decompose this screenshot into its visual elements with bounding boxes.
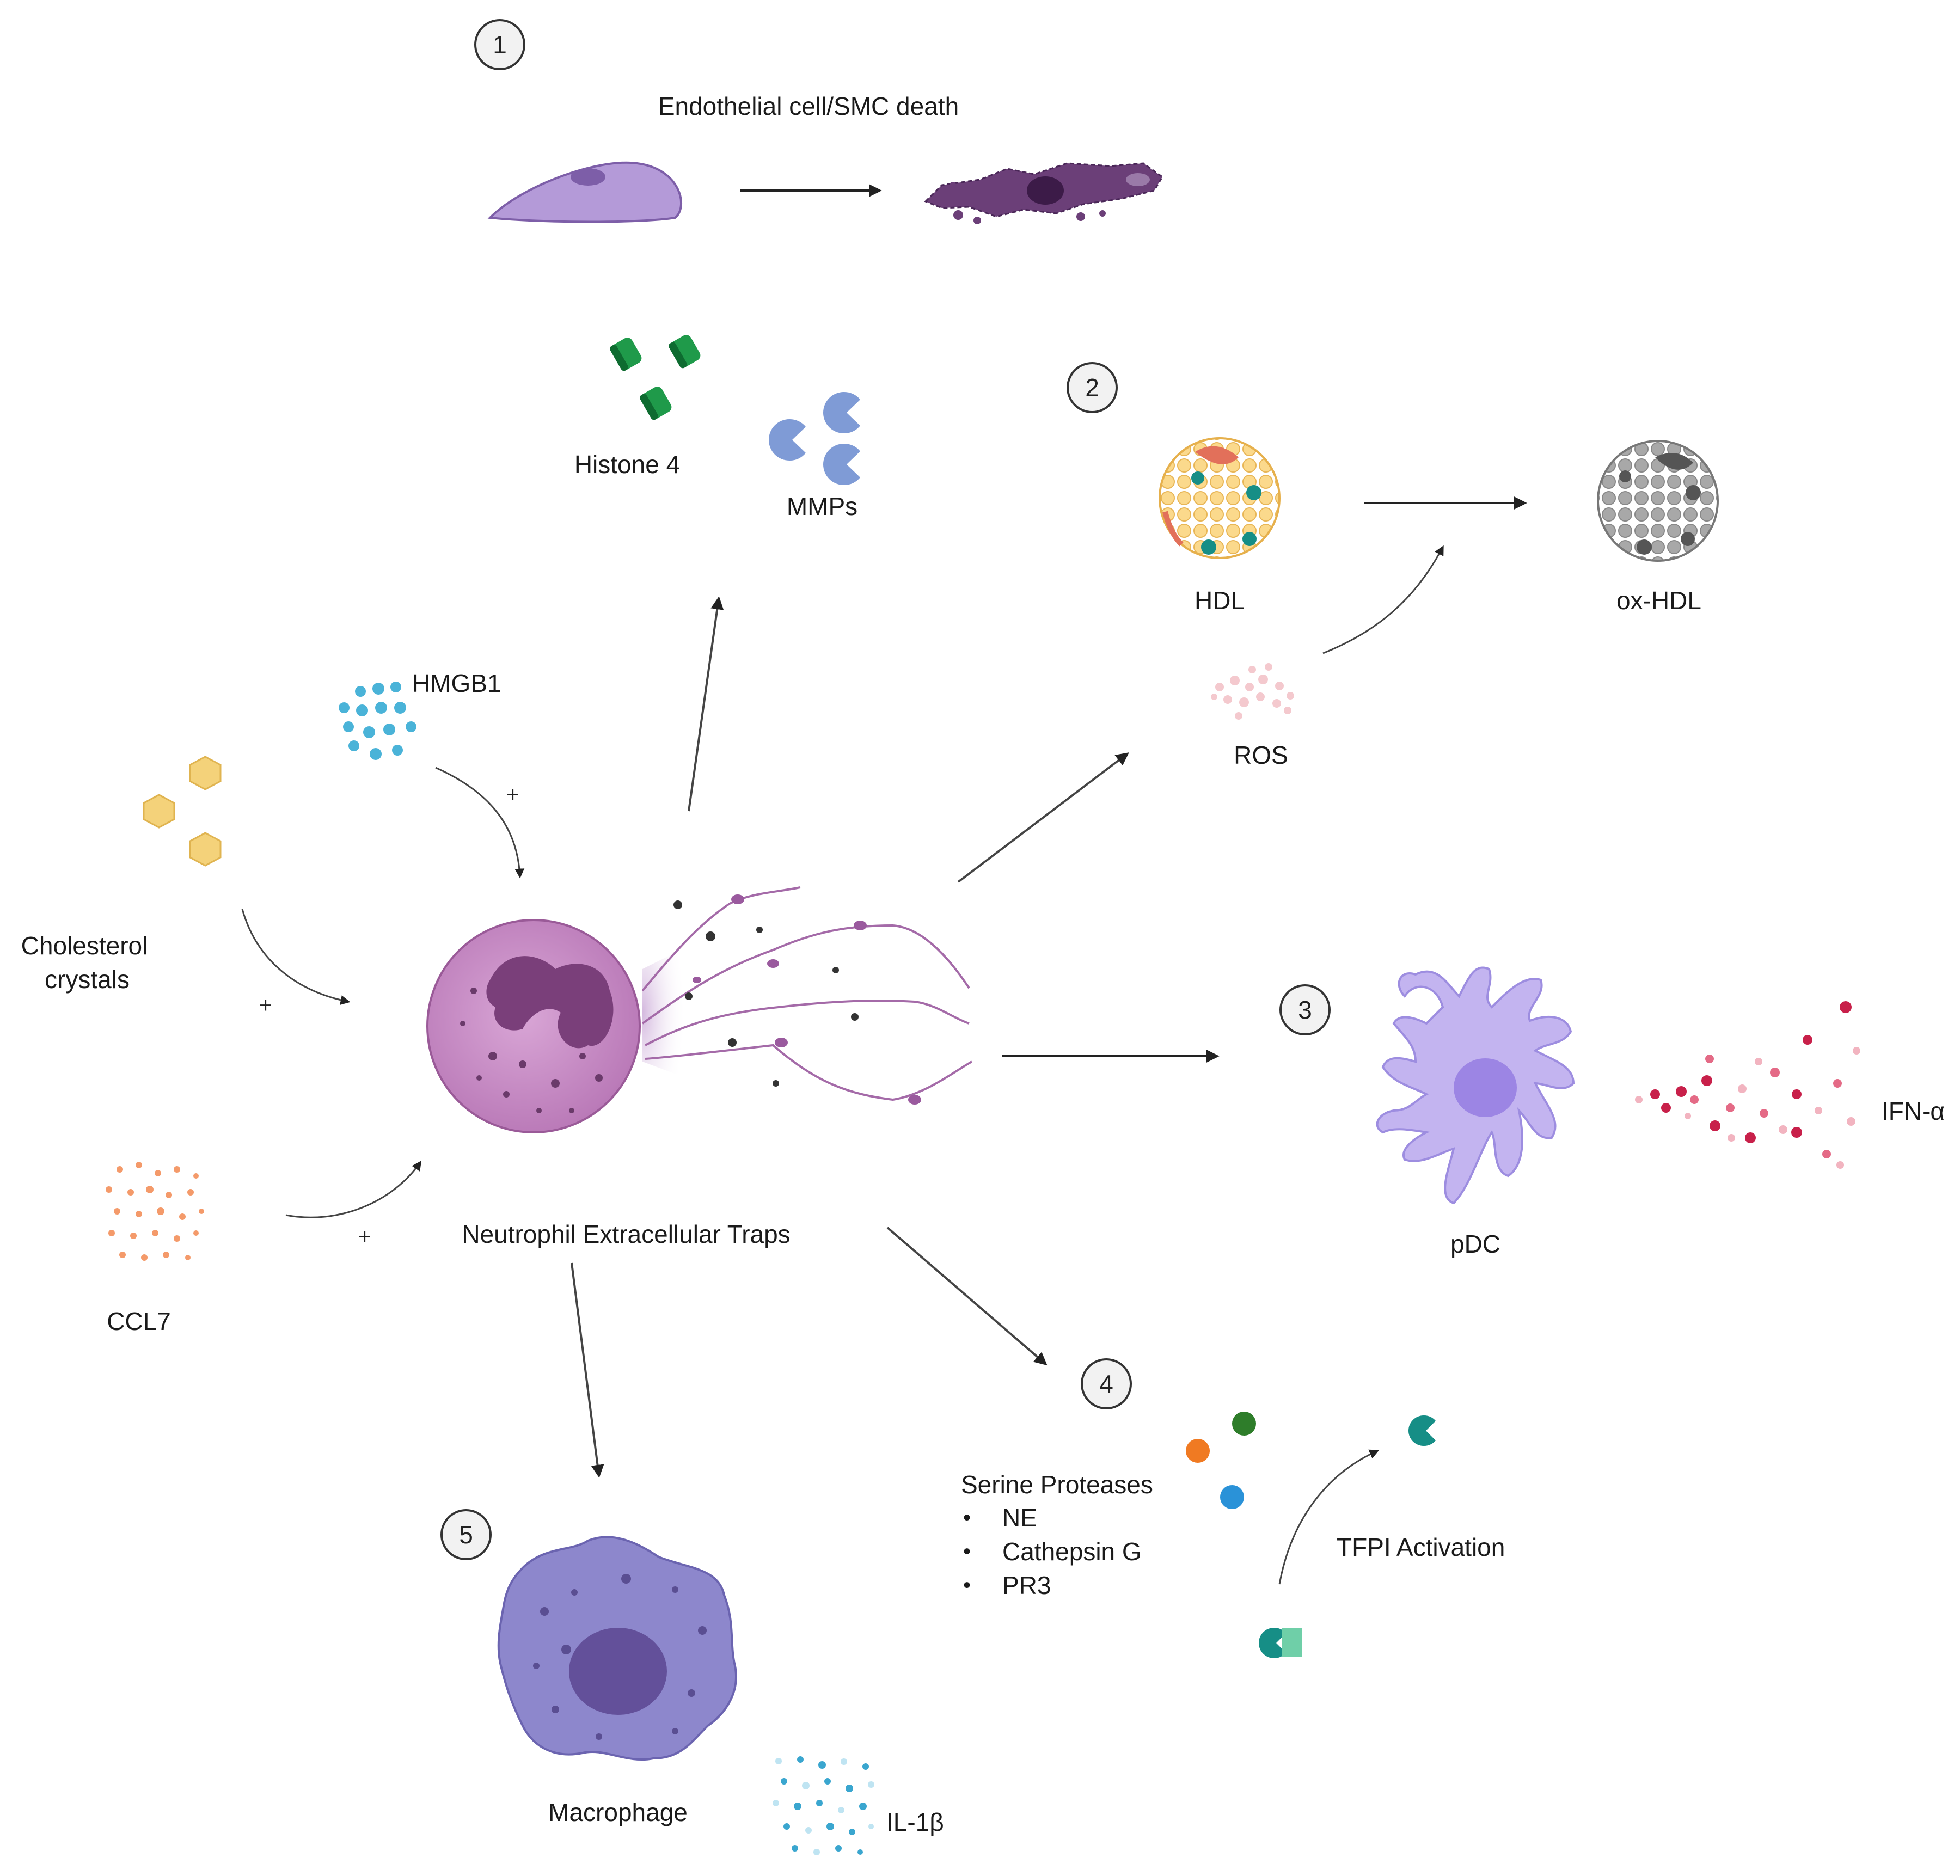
protease-item: NE: [961, 1501, 1142, 1535]
il1b-cloud: [773, 1756, 874, 1855]
ifn-alpha-label: IFN-α: [1882, 1097, 1945, 1125]
arrow-to-macrophage: [571, 1262, 604, 1478]
plus-cholesterol: +: [259, 994, 272, 1017]
endothelial-label: Endothelial cell/SMC death: [658, 92, 959, 120]
net-nodes: [693, 894, 921, 1105]
tfpi-activation-label: TFPI Activation: [1337, 1533, 1505, 1561]
arrow-to-ros: [957, 752, 1129, 883]
tfpi-inactive-icon: [1259, 1627, 1302, 1659]
arrow-to-proteases: [886, 1227, 1048, 1366]
pdc-label: pDC: [1450, 1230, 1501, 1258]
net-granules: [673, 900, 859, 1087]
hdl-particle: [1159, 437, 1281, 559]
tfpi-active-icon: [1408, 1415, 1436, 1446]
ccl7-arrow: [285, 1161, 422, 1218]
ifn-alpha-cloud: [1635, 1001, 1860, 1169]
hmgb1-icon: [339, 682, 416, 760]
ros-to-oxhdl-arrow: [1322, 545, 1444, 654]
plus-ccl7: +: [358, 1225, 371, 1249]
macrophage-label: Macrophage: [548, 1798, 688, 1826]
pdc-cell: [1376, 966, 1575, 1205]
cholesterol-label-line1: Cholesterol: [21, 931, 148, 960]
hmgb1-arrow: [435, 767, 525, 879]
histone-4-icon: [610, 335, 701, 420]
protease-item: Cathepsin G: [961, 1535, 1142, 1568]
plus-hmgb1: +: [506, 783, 519, 807]
macrophage-cell: [497, 1536, 737, 1761]
il1b-label: IL-1β: [886, 1808, 944, 1836]
histone-4-label: Histone 4: [574, 450, 681, 479]
mmps-label: MMPs: [786, 492, 858, 520]
cholesterol-crystals-icon: [143, 756, 222, 867]
step-4-badge: 4: [1081, 1358, 1132, 1409]
ros-label: ROS: [1234, 741, 1288, 769]
protease-dots: [1186, 1412, 1256, 1509]
neutrophil-cell: [426, 919, 686, 1133]
ccl7-label: CCL7: [107, 1307, 171, 1335]
ros-cloud: [1211, 663, 1294, 720]
step-2-badge: 2: [1067, 362, 1118, 413]
endothelial-cell: [487, 161, 683, 223]
cholesterol-arrow: [241, 909, 351, 1005]
ccl7-icon: [106, 1162, 204, 1261]
step-3-badge: 3: [1279, 984, 1331, 1035]
ox-hdl-label: ox-HDL: [1616, 586, 1701, 615]
protease-list: NE Cathepsin G PR3: [961, 1501, 1142, 1602]
hmgb1-label: HMGB1: [412, 669, 501, 697]
step-1-badge: 1: [474, 19, 525, 70]
ox-hdl-particle: [1597, 440, 1719, 562]
tfpi-activation-arrow: [1278, 1449, 1380, 1585]
cholesterol-label-line2: crystals: [45, 965, 130, 994]
dead-cell: [924, 162, 1163, 224]
net-fibers: [641, 886, 972, 1101]
mmps-icon: [769, 391, 860, 486]
step-5-badge: 5: [440, 1509, 492, 1560]
hdl-label: HDL: [1194, 586, 1245, 615]
serine-proteases-label: Serine Proteases: [961, 1470, 1153, 1499]
arrow-to-histones: [688, 596, 724, 812]
net-label: Neutrophil Extracellular Traps: [462, 1220, 791, 1248]
protease-item: PR3: [961, 1568, 1142, 1602]
